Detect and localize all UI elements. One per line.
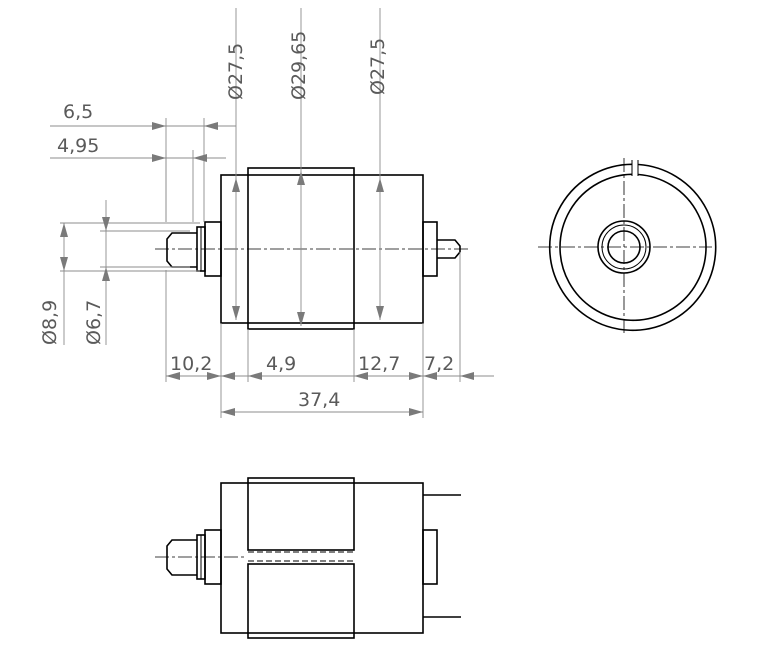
front-view — [155, 167, 470, 330]
top-view — [155, 477, 461, 639]
dim-text-len-6-5: 6,5 — [63, 101, 93, 123]
top-right-boss — [422, 529, 438, 585]
dim-len-6-5: 6,5 — [50, 101, 236, 222]
dim-text-dia-6-7: Ø6,7 — [83, 300, 105, 345]
top-body-outline — [220, 482, 424, 634]
dim-text-dia-27-5-left: Ø27,5 — [225, 43, 247, 100]
top-left-shaft — [166, 539, 197, 576]
top-magnet-upper — [247, 477, 355, 551]
dim-dia-29-65: Ø29,65 — [288, 8, 310, 326]
end-view — [538, 158, 717, 334]
dim-text-len-4-95: 4,95 — [57, 135, 99, 157]
left-shaft — [166, 232, 197, 268]
dim-text-dia-8-9: Ø8,9 — [39, 300, 61, 345]
dim-len-37-4: 37,4 — [221, 389, 423, 416]
outer-circle — [548, 163, 717, 332]
dim-dia-6-7: Ø6,7 — [83, 200, 190, 345]
dim-text-dia-27-5-right: Ø27,5 — [367, 38, 389, 95]
dim-text-len-10-2: 10,2 — [170, 353, 212, 375]
inner-circle — [559, 173, 707, 322]
dim-text-len-7-2: 7,2 — [424, 353, 454, 375]
dim-len-4-95: 4,95 — [50, 135, 226, 222]
dim-chain-bottom: 10,2 4,9 12,7 7,2 — [166, 353, 494, 380]
dim-text-len-4-9: 4,9 — [266, 353, 296, 375]
dim-text-dia-29-65: Ø29,65 — [288, 31, 310, 100]
dim-dia-8-9: Ø8,9 — [39, 222, 200, 345]
top-magnet-lower — [247, 563, 355, 639]
dim-text-len-37-4: 37,4 — [298, 389, 340, 411]
bottom-extension-lines — [165, 252, 461, 418]
dim-dia-27-5-right: Ø27,5 — [367, 8, 389, 320]
dim-text-len-12-7: 12,7 — [358, 353, 400, 375]
dim-dia-27-5-left: Ø27,5 — [225, 8, 247, 320]
